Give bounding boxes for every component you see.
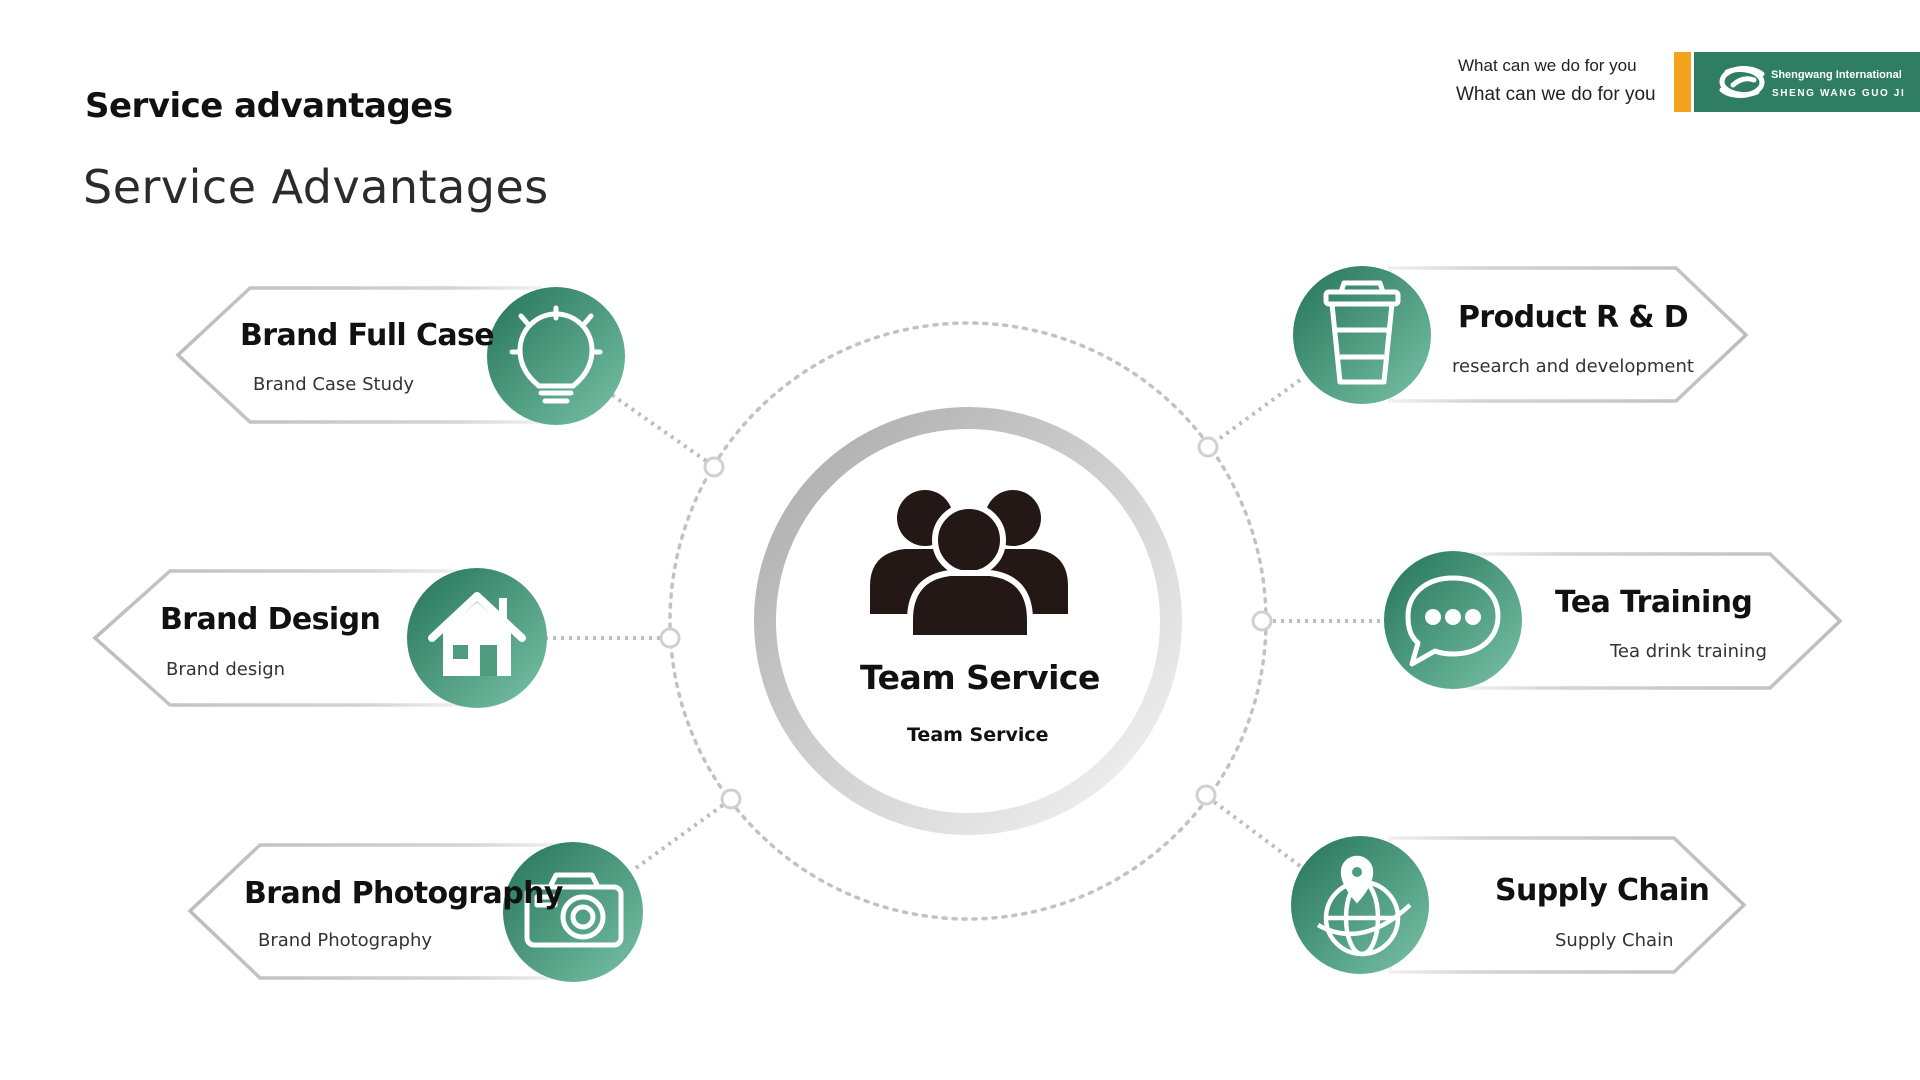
team-icon (870, 490, 1068, 641)
service-title-tea-training: Tea Training (1555, 585, 1753, 620)
icon-circle-brand-full-case (487, 287, 625, 425)
orbit-nodes (659, 436, 1273, 810)
connector-product-rd (1206, 378, 1302, 449)
service-subtitle-tea-training: Tea drink training (1610, 641, 1767, 662)
logo-mark (1719, 66, 1765, 98)
cup-icon (1323, 280, 1401, 385)
service-subtitle-product-rd: research and development (1452, 356, 1694, 377)
service-title-product-rd: Product R & D (1458, 300, 1689, 335)
node-tea-training (1251, 610, 1273, 632)
node-brand-photography (720, 788, 742, 810)
connector-brand-photography (634, 798, 732, 870)
node-product-rd (1197, 436, 1219, 458)
icon-circle-supply-chain (1291, 836, 1429, 974)
connector-brand-full-case (610, 393, 714, 467)
card-tea-training (1468, 552, 1843, 690)
lightbulb-icon (509, 305, 603, 404)
logo-name: Shengwang International (1771, 69, 1902, 81)
service-subtitle-brand-full-case: Brand Case Study (253, 374, 415, 395)
center-subtitle: Team Service (907, 724, 1049, 746)
service-subtitle-brand-photography: Brand Photography (258, 930, 433, 951)
service-subtitle-brand-design: Brand design (166, 659, 286, 680)
node-supply-chain (1195, 784, 1217, 806)
logo-panel (1694, 52, 1920, 112)
connectors (545, 378, 1380, 870)
card-brand-photography (187, 843, 562, 980)
page-subtitle: Service Advantages (83, 160, 549, 214)
camera-icon (524, 872, 624, 948)
connector-supply-chain (1203, 793, 1302, 868)
card-brand-design (92, 569, 462, 707)
service-title-brand-full-case: Brand Full Case (240, 318, 495, 353)
node-brand-full-case (703, 456, 725, 478)
chat-icon (1405, 575, 1501, 667)
center-title: Team Service (860, 658, 1100, 697)
service-title-brand-photography: Brand Photography (244, 876, 563, 911)
header-tagline: What can we do for you (1456, 84, 1656, 105)
house-icon (428, 592, 526, 676)
header-tagline-small: What can we do for you (1458, 56, 1637, 75)
node-brand-design (659, 627, 681, 649)
service-title-supply-chain: Supply Chain (1495, 873, 1710, 908)
logo-tagline: SHENG WANG GUO JI (1772, 88, 1906, 99)
card-brand-full-case (175, 286, 542, 424)
globe-pin-icon (1316, 855, 1412, 957)
page-title: Service advantages (85, 86, 453, 126)
service-subtitle-supply-chain: Supply Chain (1555, 930, 1674, 951)
service-title-brand-design: Brand Design (160, 602, 381, 637)
logo-accent-bar (1674, 52, 1691, 112)
